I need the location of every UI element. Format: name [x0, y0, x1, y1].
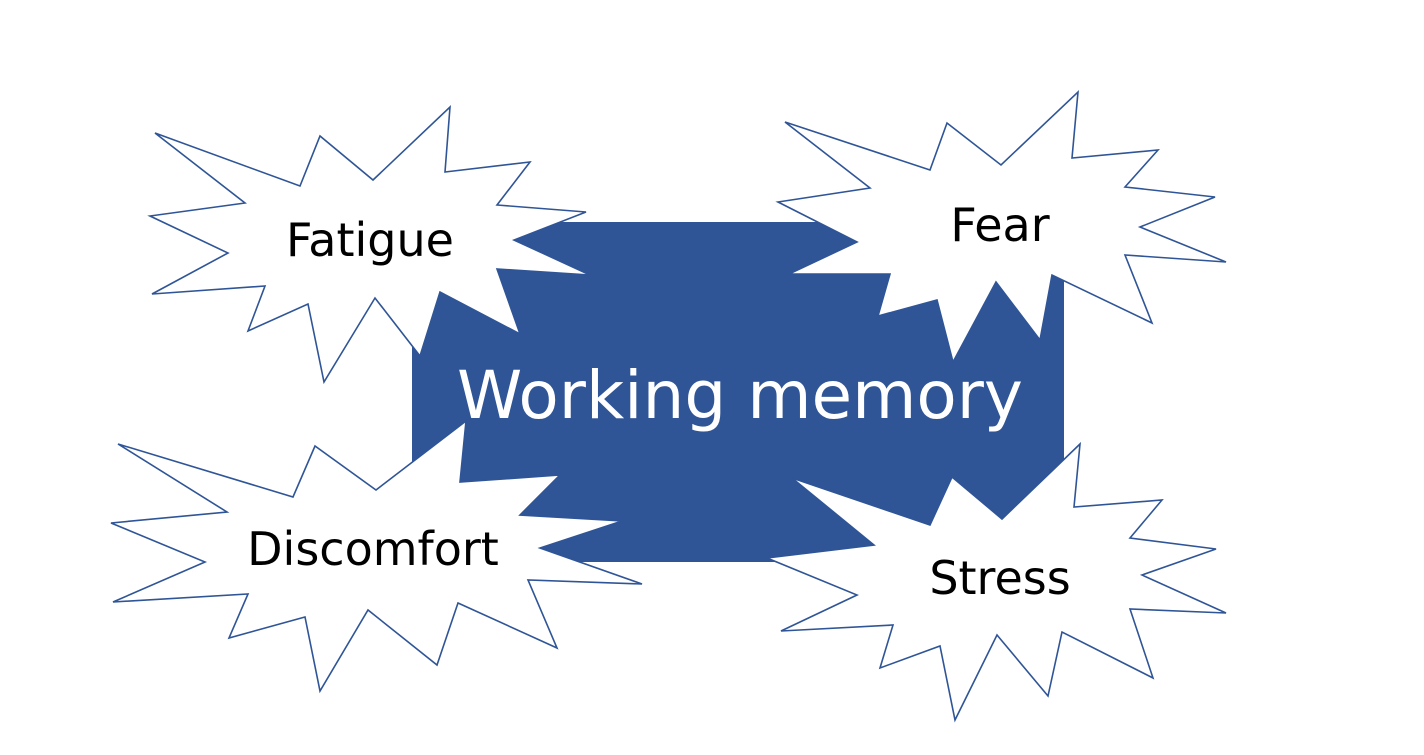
fear-burst	[775, 89, 1227, 365]
fear-label: Fear	[950, 198, 1049, 252]
stress-burst	[763, 441, 1227, 723]
fatigue-label: Fatigue	[286, 213, 454, 267]
stress-label: Stress	[929, 551, 1070, 605]
discomfort-label: Discomfort	[247, 522, 499, 576]
fatigue-burst	[147, 104, 591, 385]
discomfort-burst	[110, 419, 643, 694]
center-label: Working memory	[457, 357, 1023, 434]
